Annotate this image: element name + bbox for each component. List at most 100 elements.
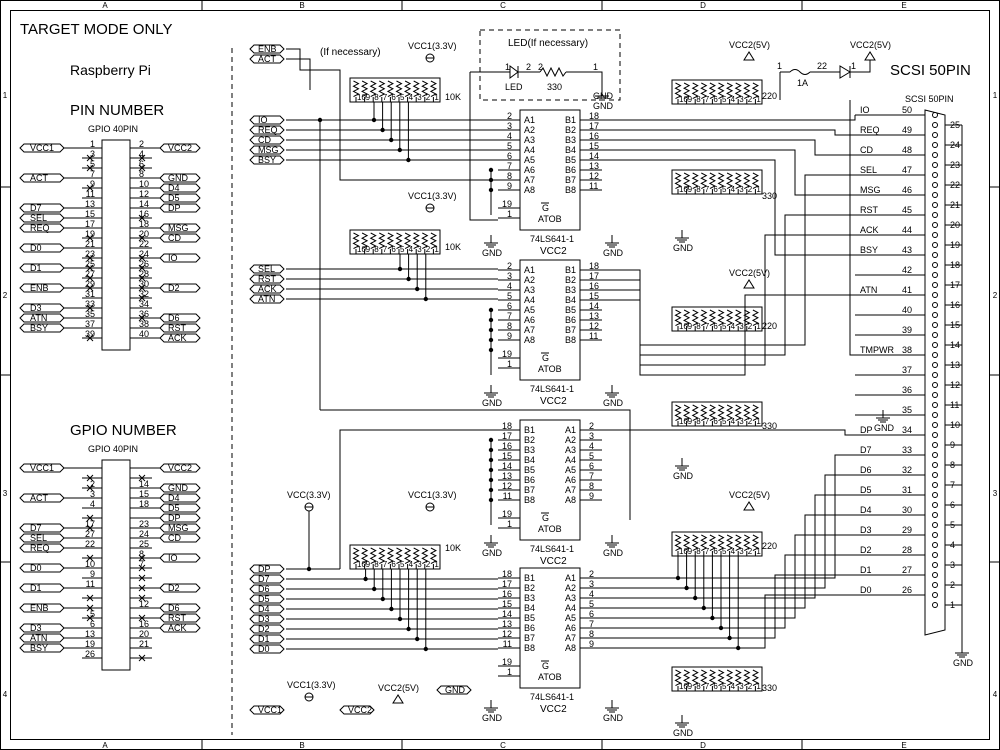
scsi-pin-number: 46 xyxy=(902,185,912,195)
gnd-label: GND xyxy=(603,713,624,723)
gpio-left-pin-number: 10 xyxy=(85,559,95,569)
ic-pin-number: 13 xyxy=(502,619,512,629)
resnet-pin-number: 1 xyxy=(756,95,761,104)
resnet-pin-number: 2 xyxy=(426,93,431,102)
wire-tmpwr xyxy=(849,100,855,356)
resnet-element xyxy=(717,309,725,327)
gpio-left-port-label: ACT xyxy=(30,493,49,503)
ic-pin-name: B7 xyxy=(524,633,535,643)
resnet-pin-number: 9 xyxy=(688,547,693,556)
ic-pin-number: 13 xyxy=(589,161,599,171)
gpio-right-port xyxy=(159,283,201,293)
resnet-pin-number: 9 xyxy=(688,95,693,104)
resnet-element xyxy=(674,309,682,327)
scsi-signal-name: D7 xyxy=(860,445,872,455)
scsi-pin-number: 45 xyxy=(902,205,912,215)
ic-pin-number: 1 xyxy=(507,209,512,219)
resnet-element xyxy=(395,547,403,565)
gpio-right-pin-number: 26 xyxy=(139,259,149,269)
gpio-header-label: GPIO 40PIN xyxy=(88,124,138,134)
resnet-pin-number: 1 xyxy=(434,245,439,254)
ic-body xyxy=(519,419,581,541)
no-connect-mark xyxy=(86,304,94,312)
no-connect-mark xyxy=(86,594,94,602)
scsi-pin-number: 29 xyxy=(902,525,912,535)
gpio-left-pin-number: 5 xyxy=(90,609,95,619)
ic-pin-number: 9 xyxy=(589,491,594,501)
gpio-left-pin-number: 39 xyxy=(85,329,95,339)
scsi-signal-name: D1 xyxy=(860,565,872,575)
wire-act xyxy=(286,58,311,90)
ic-pin-number: 11 xyxy=(503,639,512,649)
led-pin-1: 1 xyxy=(505,62,510,72)
resnet-element xyxy=(708,309,716,327)
ic-part-number: 74LS641-1 xyxy=(530,692,574,702)
resnet-element xyxy=(734,534,742,552)
vcc-label: VCC2(5V) xyxy=(850,40,891,50)
gpio-right-port xyxy=(159,323,201,333)
gpio-right-pin-number: 14 xyxy=(139,199,149,209)
junction-dot xyxy=(406,626,411,632)
port-atn-label: ATN xyxy=(258,294,275,304)
scsi-pin-number: 26 xyxy=(902,585,912,595)
scsi-pin-number: 38 xyxy=(902,345,912,355)
scsi-signal-name: ATN xyxy=(860,285,877,295)
gpio-right-port xyxy=(159,313,201,323)
no-connect-mark xyxy=(138,154,146,162)
ic-pin-number: 1 xyxy=(507,359,512,369)
ic-pin-number: 19 xyxy=(502,509,512,519)
ic-pin-number: 4 xyxy=(507,131,512,141)
resnet-element xyxy=(352,80,360,98)
ic-pin-number: 11 xyxy=(589,331,598,341)
gpio-right-pin-number: 21 xyxy=(139,639,149,649)
junction-dot xyxy=(488,437,494,443)
port-d5 xyxy=(249,594,285,604)
no-connect-mark xyxy=(86,254,94,262)
gpio-right-port-label: D5 xyxy=(168,503,180,513)
gpio-right-port xyxy=(159,513,201,523)
gnd-label: GND xyxy=(482,398,503,408)
vcc-label: VCC(3.3V) xyxy=(287,490,331,500)
resnet-element xyxy=(700,404,708,422)
resnet-pin-number: 10 xyxy=(679,682,688,691)
junction-dot xyxy=(406,276,411,282)
resnet-pin-number: 6 xyxy=(391,93,396,102)
led-label: LED xyxy=(505,82,523,92)
ic-pin-name: A7 xyxy=(565,633,576,643)
col-label-top: C xyxy=(500,1,506,10)
resnet-element xyxy=(751,534,759,552)
gpio-right-port-label: D2 xyxy=(168,583,180,593)
ic-pin-name: B4 xyxy=(565,145,576,155)
led-res-pin-2: 2 xyxy=(538,62,543,72)
port-vcc1 xyxy=(249,705,285,715)
gpio-right-port-label: DP xyxy=(168,203,181,213)
wire-scsi-data xyxy=(602,474,855,589)
resnet-element xyxy=(429,80,437,98)
junction-dot xyxy=(406,157,411,163)
gpio-right-pin-number: 20 xyxy=(139,629,149,639)
resnet-pin-number: 4 xyxy=(731,417,736,426)
resnet-element xyxy=(352,547,360,565)
scsi-contact xyxy=(932,602,938,608)
ic-pin-number: 11 xyxy=(503,491,512,501)
gpio-right-port-label: CD xyxy=(168,533,181,543)
wiring xyxy=(286,48,871,652)
ic-pin-number: 11 xyxy=(589,181,598,191)
port-dp-label: DP xyxy=(258,564,271,574)
gpio-left-pin-number: 27 xyxy=(85,529,95,539)
col-label-top: A xyxy=(102,1,108,10)
scsi-contact xyxy=(932,122,938,128)
led-pin-2: 2 xyxy=(526,62,531,72)
port-gnd-label: GND xyxy=(445,685,466,695)
ic-pin-name: A2 xyxy=(524,275,535,285)
scsi-signal-name: D6 xyxy=(860,465,872,475)
ic-pin-number: 16 xyxy=(502,441,512,451)
scsi-signal-name: TMPWR xyxy=(860,345,894,355)
resnet-value: 220 xyxy=(762,91,777,101)
no-connect-mark xyxy=(138,284,146,292)
fuse-rating: 1A xyxy=(797,78,808,88)
scsi-signal-name: D0 xyxy=(860,585,872,595)
ic-pin-name: B1 xyxy=(524,425,535,435)
resnet-pin-number: 6 xyxy=(391,560,396,569)
